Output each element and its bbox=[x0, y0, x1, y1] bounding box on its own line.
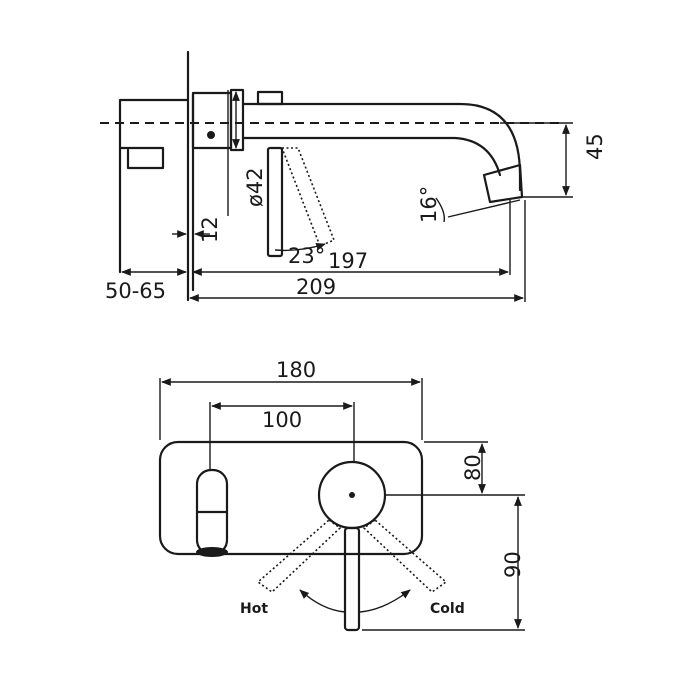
label-hot: Hot bbox=[240, 601, 268, 617]
dim-drop: 45 bbox=[583, 133, 607, 160]
handle-angle-arc bbox=[274, 242, 326, 252]
dim-outlet-angle: 16° bbox=[417, 186, 441, 223]
lever-cold-position bbox=[362, 518, 448, 594]
dim-spout-reach: 197 bbox=[328, 249, 368, 273]
hot-arc bbox=[299, 589, 346, 613]
in-wall-body bbox=[118, 98, 190, 170]
handle-solid bbox=[266, 146, 284, 258]
dim-plate-width: 180 bbox=[276, 358, 316, 382]
dim-wall-depth: 50-65 bbox=[105, 279, 166, 303]
label-cold: Cold bbox=[430, 601, 465, 617]
dim-overall-length: 209 bbox=[296, 275, 336, 299]
backplate bbox=[158, 440, 424, 556]
dim-handle-angle: 23° bbox=[288, 244, 325, 268]
handle-hub bbox=[256, 90, 284, 106]
dim-handle-reach: 90 bbox=[501, 551, 525, 578]
mixer-center bbox=[349, 492, 355, 498]
spout-top bbox=[241, 102, 522, 192]
handle-rotated bbox=[280, 147, 336, 248]
body-cylinder bbox=[229, 88, 245, 152]
side-view: 23° 16° 45 ø42 12 197 50-65 209 bbox=[100, 50, 607, 303]
spout-bottom bbox=[241, 136, 502, 177]
lever-handle bbox=[343, 526, 361, 632]
dim-centers: 100 bbox=[262, 408, 302, 432]
outlet-angle-line bbox=[447, 199, 521, 218]
spout-outlet bbox=[482, 163, 524, 204]
dim-plate-thickness: 12 bbox=[198, 216, 222, 243]
front-view: Hot Cold 180 100 80 90 bbox=[158, 358, 525, 632]
dim-body-diameter: ø42 bbox=[243, 167, 267, 207]
aerator bbox=[196, 547, 228, 557]
dim-plate-height: 80 bbox=[461, 454, 485, 481]
outlet-angle-arc bbox=[435, 197, 446, 223]
mounting-collar bbox=[191, 91, 233, 150]
lever-hot-position bbox=[256, 518, 342, 594]
cold-arc bbox=[359, 589, 411, 613]
collar-screw bbox=[207, 131, 215, 139]
